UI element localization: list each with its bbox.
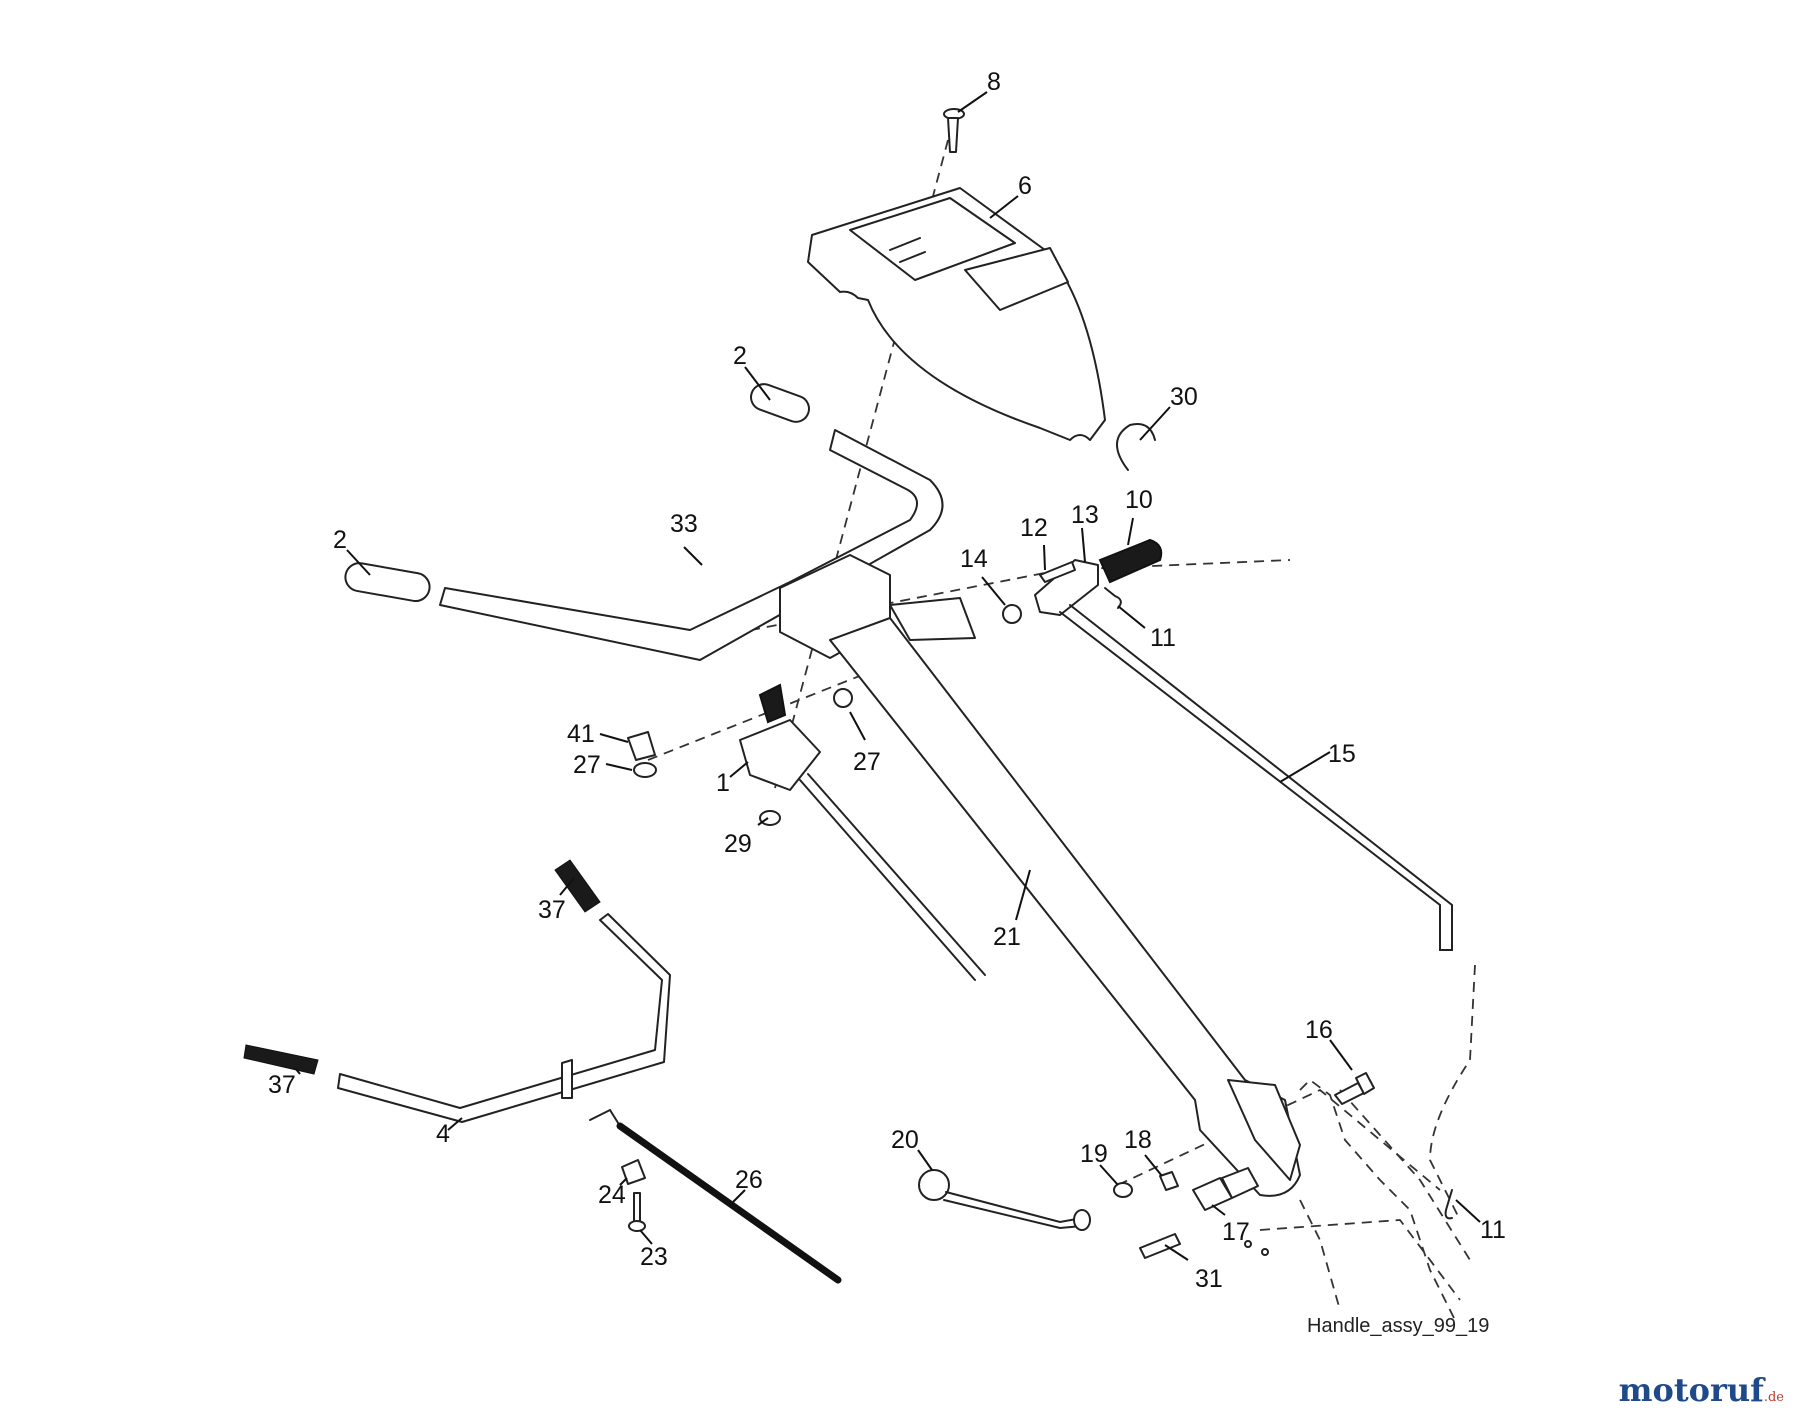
bracket-assembly [739, 683, 986, 981]
callout-leaders [294, 91, 1481, 1261]
callout-16: 16 [1305, 1016, 1333, 1044]
callout-10: 10 [1125, 486, 1153, 514]
main-handle-tube [829, 617, 1301, 1197]
loop-tab [561, 1059, 573, 1099]
loop-handle-4 [337, 913, 671, 1123]
callout-labels: 8 6 2 30 2 33 10 13 12 14 11 41 27 27 1 … [268, 68, 1506, 1293]
bolt-16 [1334, 1072, 1375, 1105]
callout-30: 30 [1170, 383, 1198, 411]
callout-27-right: 27 [853, 748, 881, 776]
logo-text: motoruf [1618, 1371, 1764, 1409]
callout-26: 26 [735, 1166, 763, 1194]
callout-21: 21 [993, 923, 1021, 951]
callout-23: 23 [640, 1243, 668, 1271]
callout-2-left: 2 [333, 526, 347, 554]
callout-15: 15 [1328, 740, 1356, 768]
callout-14: 14 [960, 545, 988, 573]
tiller-frame-ghost [1244, 1078, 1456, 1321]
callout-6: 6 [1018, 172, 1032, 200]
diagram-caption: Handle_assy_99_19 [1307, 1315, 1490, 1337]
bolt-23-24 [621, 1159, 646, 1232]
callout-19: 19 [1080, 1140, 1108, 1168]
grip-37-top [554, 859, 601, 913]
clip-30 [1116, 423, 1156, 471]
callout-8: 8 [987, 68, 1001, 96]
callout-31: 31 [1195, 1265, 1223, 1293]
callout-2-upper: 2 [733, 342, 747, 370]
callout-11-upper: 11 [1150, 624, 1176, 652]
grip-10 [1098, 538, 1163, 584]
callout-18: 18 [1124, 1126, 1152, 1154]
lever-20 [918, 1169, 1091, 1231]
callout-27-left: 27 [573, 751, 601, 779]
console-cover [807, 187, 1106, 441]
clip-41-nut-27 [627, 731, 781, 826]
lower-hardware [1113, 1167, 1259, 1259]
logo-tld: .de [1763, 1390, 1784, 1405]
callout-41: 41 [567, 720, 595, 748]
callout-37-left: 37 [268, 1071, 296, 1099]
tube-lower-plate [1227, 1079, 1301, 1181]
callout-33: 33 [670, 510, 698, 538]
callout-13: 13 [1071, 501, 1099, 529]
callout-17: 17 [1222, 1218, 1250, 1246]
callout-29: 29 [724, 830, 752, 858]
callout-37-top: 37 [538, 896, 566, 924]
callout-12: 12 [1020, 514, 1048, 542]
callout-20: 20 [891, 1126, 919, 1154]
motoruf-logo: motoruf.de [1619, 1371, 1784, 1409]
grip-37-left [243, 1044, 319, 1075]
rod-15 [1059, 604, 1453, 951]
callout-4: 4 [436, 1120, 450, 1148]
callout-1: 1 [716, 769, 730, 797]
cable-26 [589, 1108, 842, 1284]
callout-11-lower: 11 [1480, 1216, 1506, 1244]
callout-24: 24 [598, 1181, 626, 1209]
pivot-hardware [1002, 559, 1122, 624]
